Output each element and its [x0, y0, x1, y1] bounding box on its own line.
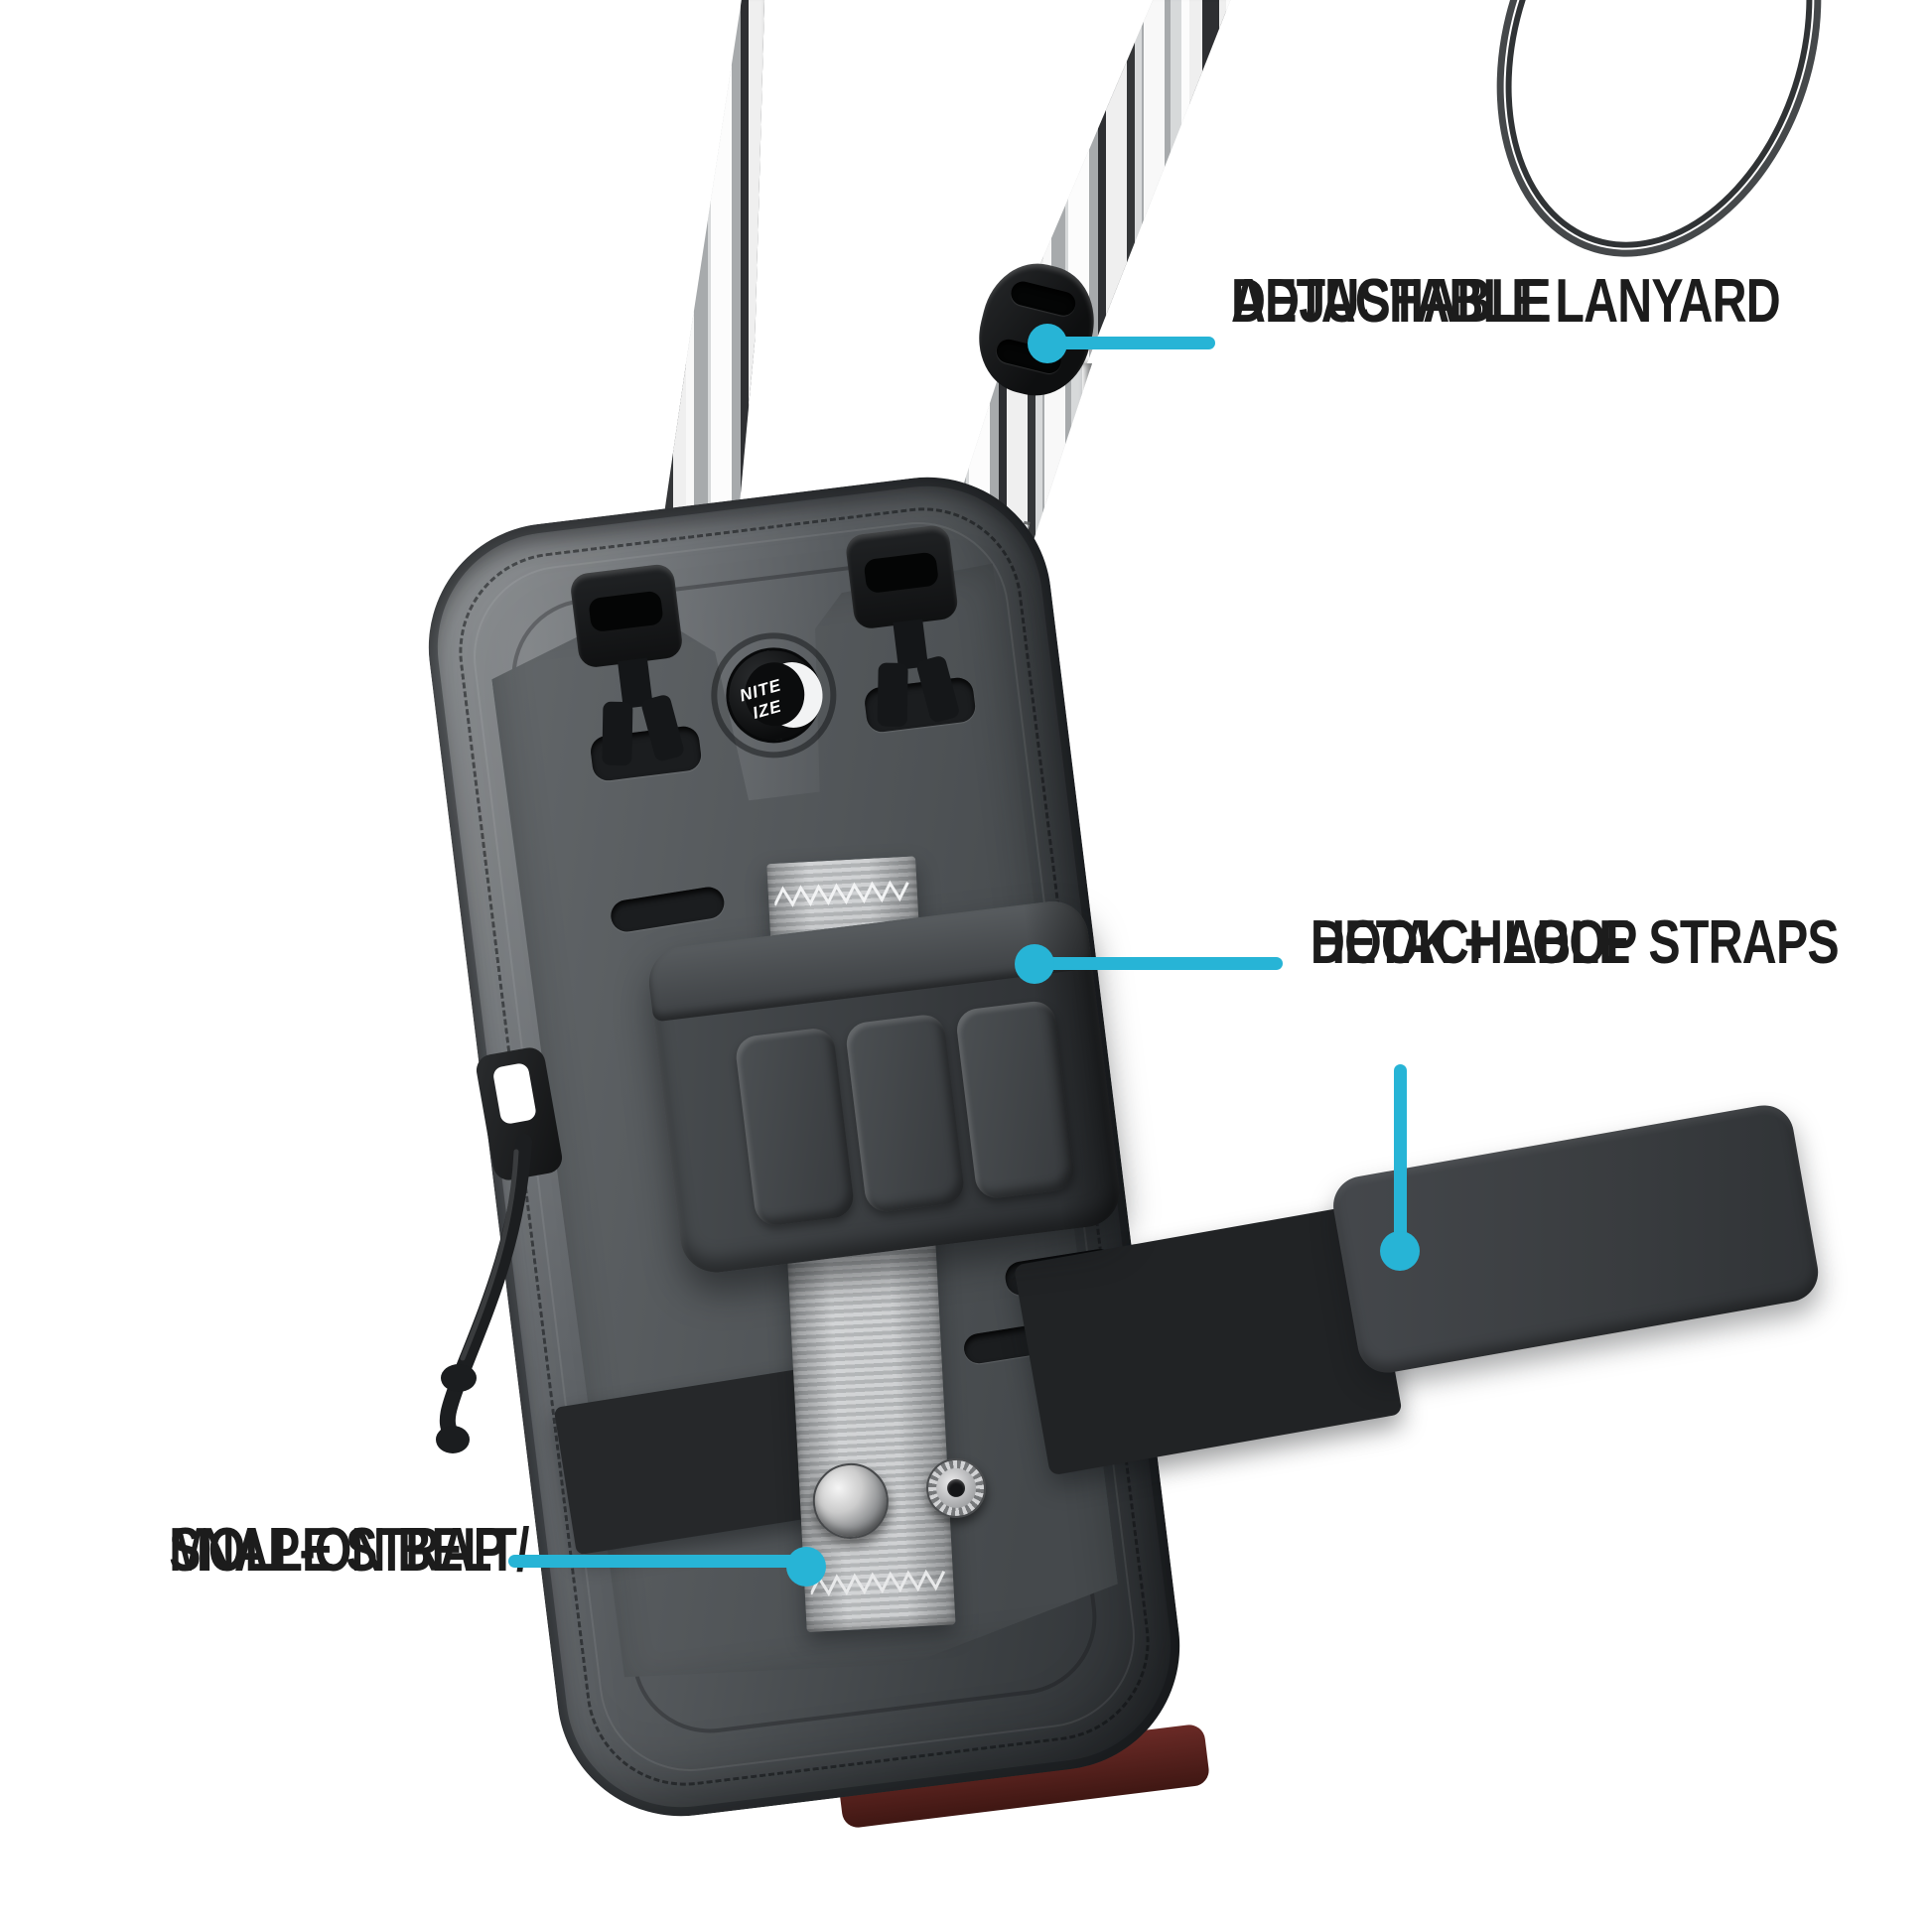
- label-line: DETACHABLE: [1311, 908, 1631, 977]
- label-line: HOOK + LOOP STRAPS: [1311, 908, 1840, 977]
- clip-foot: [877, 662, 908, 727]
- callout-line-molle: [508, 1555, 806, 1568]
- belt-molle-webbing-strap: [766, 856, 956, 1633]
- label-line: DETACHABLE: [1231, 267, 1552, 336]
- callout-line-lanyard: [1044, 337, 1215, 349]
- zipper-pull-opening: [491, 1061, 538, 1126]
- clip-foot: [602, 701, 633, 766]
- zipper-pull-cord: [436, 1134, 532, 1453]
- lanyard-neck-loop-inner-edge: [1454, 0, 1863, 289]
- cradle-rib: [734, 1026, 856, 1228]
- label-line: SNAP-ON BELT/: [169, 1516, 529, 1585]
- cradle-rib: [844, 1012, 966, 1214]
- callout-dot-lanyard: [1028, 324, 1067, 363]
- clip-foot: [639, 693, 686, 763]
- adjuster-slot: [1008, 279, 1078, 319]
- clip-foot: [915, 654, 961, 724]
- zigzag-stitch-bottom: [809, 1569, 946, 1596]
- label-line: MOLLE STRAP: [169, 1516, 505, 1585]
- lanyard-neck-loop: [1444, 0, 1874, 300]
- callout-line-hookloop: [1033, 957, 1283, 970]
- callout-dot-molle: [786, 1547, 826, 1587]
- zigzag-stitch-top: [773, 880, 909, 907]
- label-line: ADJUSTABLE LANYARD: [1231, 267, 1781, 336]
- callout-dot-hookloop-strap: [1380, 1231, 1420, 1271]
- callout-line-hookloop-vertical: [1394, 1064, 1407, 1245]
- phone-pouch-back: NITE IZE: [414, 463, 1823, 1831]
- callout-dot-hookloop: [1015, 944, 1054, 984]
